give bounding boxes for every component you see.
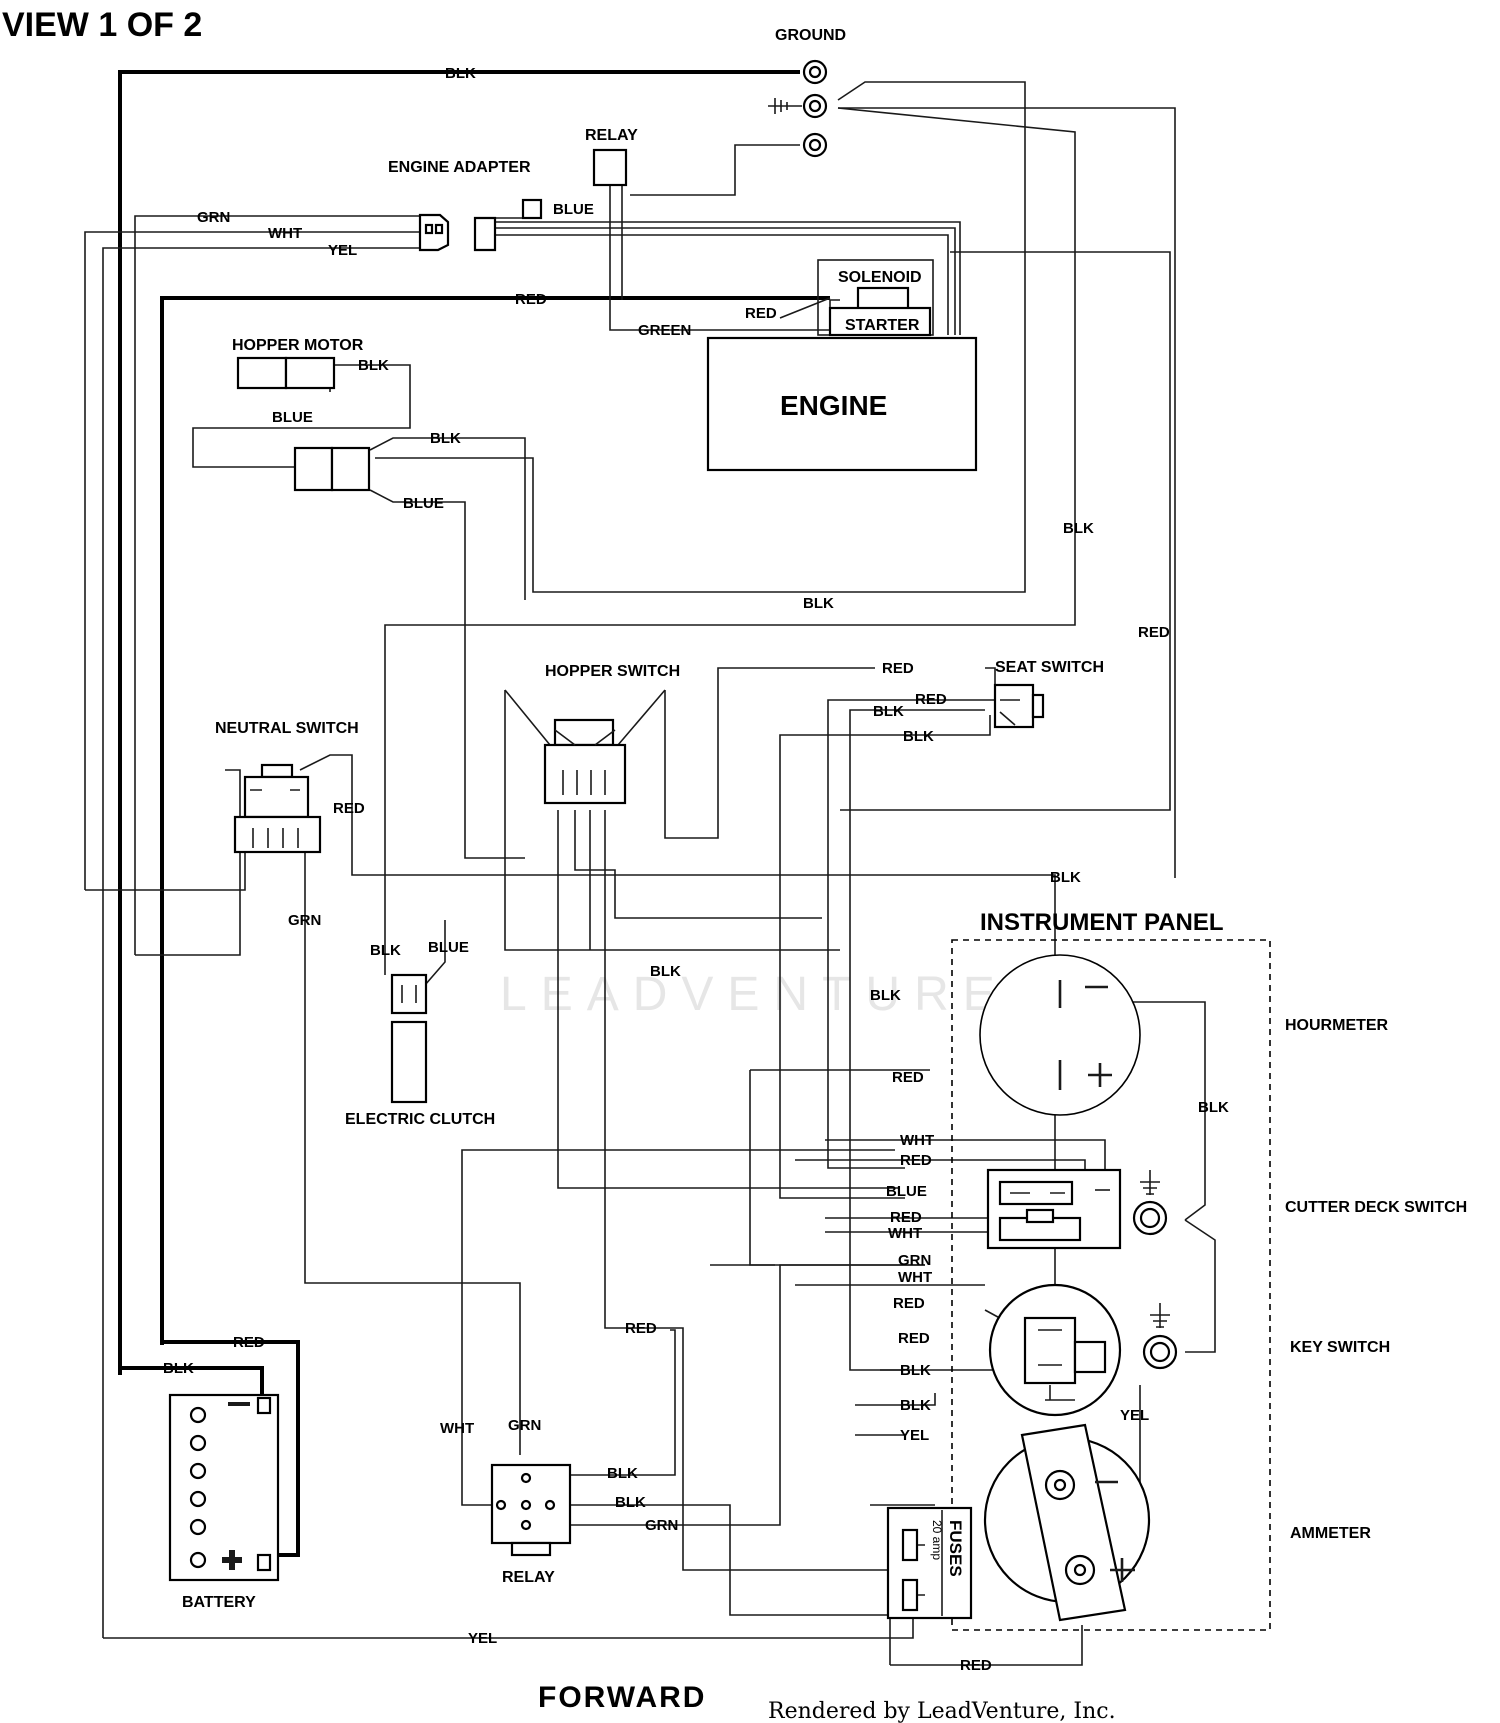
relay-bottom-label: RELAY xyxy=(502,1569,555,1586)
wire-label: BLK xyxy=(163,1360,194,1377)
wire-label: BLUE xyxy=(553,201,594,218)
wire-label: YEL xyxy=(900,1427,929,1444)
wire-label: GREEN xyxy=(638,322,691,339)
wire-label: BLK xyxy=(370,942,401,959)
neutral-switch-label: NEUTRAL SWITCH xyxy=(215,720,359,737)
wire-label: RED xyxy=(1138,624,1170,641)
ammeter xyxy=(983,1423,1151,1622)
wire-label: RED xyxy=(893,1295,925,1312)
electric-clutch-label: ELECTRIC CLUTCH xyxy=(345,1111,495,1128)
battery-label: BATTERY xyxy=(182,1594,256,1611)
engine-label: ENGINE xyxy=(780,390,887,421)
wire-label: BLK xyxy=(1198,1099,1229,1116)
wire-label: RED xyxy=(882,660,914,677)
solenoid-label: SOLENOID xyxy=(838,269,922,286)
relay-bottom xyxy=(490,1463,572,1557)
wire-label: BLK xyxy=(607,1465,638,1482)
engine-adapter-label: ENGINE ADAPTER xyxy=(388,159,531,176)
wire-label: RED xyxy=(892,1069,924,1086)
starter-label: STARTER xyxy=(845,317,920,334)
fuses-rating: 20 amp xyxy=(930,1520,944,1560)
wire-label: RED xyxy=(515,291,547,308)
wires xyxy=(84,70,1216,1666)
solenoid xyxy=(856,286,910,312)
wire-label: RED xyxy=(333,800,365,817)
wire-label: GRN xyxy=(197,209,230,226)
hopper-motor-label: HOPPER MOTOR xyxy=(232,337,364,354)
hopper-switch xyxy=(504,689,666,805)
wire-labels: BLK GRN WHT YEL BLUE RED RED GREEN BLK B… xyxy=(163,65,1229,1674)
wire-label: YEL xyxy=(328,242,357,259)
wire-label: RED xyxy=(960,1657,992,1674)
wire-label: BLK xyxy=(650,963,681,980)
forward-direction: FORWARD xyxy=(538,1681,706,1714)
instrument-panel-label: INSTRUMENT PANEL xyxy=(980,909,1224,936)
wire-label: BLK xyxy=(803,595,834,612)
wire-label: WHT xyxy=(888,1225,922,1242)
wire-label: BLK xyxy=(615,1494,646,1511)
ammeter-label: AMMETER xyxy=(1290,1525,1371,1542)
wire-label: BLK xyxy=(1063,520,1094,537)
wire-label: BLUE xyxy=(272,409,313,426)
ground-label: GROUND xyxy=(775,27,846,44)
instrument-panel-outline xyxy=(951,939,1271,1631)
wire-label: WHT xyxy=(268,225,302,242)
starter xyxy=(828,306,932,337)
wire-label: BLK xyxy=(903,728,934,745)
watermark: LEADVENTURE xyxy=(500,968,1009,1021)
wire-label: BLK xyxy=(430,430,461,447)
hopper-motor xyxy=(236,356,371,492)
wire-label: BLK xyxy=(870,987,901,1004)
wire-label: BLUE xyxy=(886,1183,927,1200)
hourmeter xyxy=(979,954,1141,1116)
wire-label: BLK xyxy=(900,1397,931,1414)
ground-terminals xyxy=(768,59,828,158)
wire-label: RED xyxy=(745,305,777,322)
page-title: VIEW 1 OF 2 xyxy=(2,6,202,44)
key-switch xyxy=(988,1283,1178,1417)
wire-label: GRN xyxy=(508,1417,541,1434)
neutral-switch xyxy=(233,763,322,854)
engine-adapter xyxy=(418,198,543,252)
seat-switch-label: SEAT SWITCH xyxy=(995,659,1104,676)
hourmeter-label: HOURMETER xyxy=(1285,1017,1389,1034)
relay-top-label: RELAY xyxy=(585,127,638,144)
wire-label: BLK xyxy=(445,65,476,82)
wire-label: YEL xyxy=(468,1630,497,1647)
cutter-deck-switch xyxy=(986,1168,1168,1250)
fuses xyxy=(886,1506,973,1620)
wire-label: BLUE xyxy=(428,939,469,956)
battery xyxy=(168,1393,280,1582)
wire-label: BLK xyxy=(873,703,904,720)
wire-label: RED xyxy=(915,691,947,708)
electric-clutch xyxy=(390,973,428,1104)
fuses-label: FUSES xyxy=(946,1520,965,1577)
wire-label: WHT xyxy=(900,1132,934,1149)
wire-label: BLUE xyxy=(403,495,444,512)
wire-label: GRN xyxy=(898,1252,931,1269)
wire-label: BLK xyxy=(1050,869,1081,886)
wire-label: YEL xyxy=(1120,1407,1149,1424)
wire-label: GRN xyxy=(288,912,321,929)
wire-label: RED xyxy=(898,1330,930,1347)
engine-block xyxy=(706,336,978,472)
relay-top xyxy=(592,148,628,187)
wire-label: BLK xyxy=(900,1362,931,1379)
key-switch-label: KEY SWITCH xyxy=(1290,1339,1390,1356)
wire-label: WHT xyxy=(440,1420,474,1437)
wire-label: RED xyxy=(890,1209,922,1226)
credit-text: Rendered by LeadVenture, Inc. xyxy=(768,1699,1116,1723)
wire-label: GRN xyxy=(645,1517,678,1534)
wire-label: RED xyxy=(900,1152,932,1169)
wire-label: BLK xyxy=(358,357,389,374)
wire-label: RED xyxy=(625,1320,657,1337)
cutter-deck-switch-label: CUTTER DECK SWITCH xyxy=(1285,1199,1467,1216)
seat-switch xyxy=(993,683,1045,729)
wire-label: WHT xyxy=(898,1269,932,1286)
hopper-switch-label: HOPPER SWITCH xyxy=(545,663,680,680)
wire-label: RED xyxy=(233,1334,265,1351)
